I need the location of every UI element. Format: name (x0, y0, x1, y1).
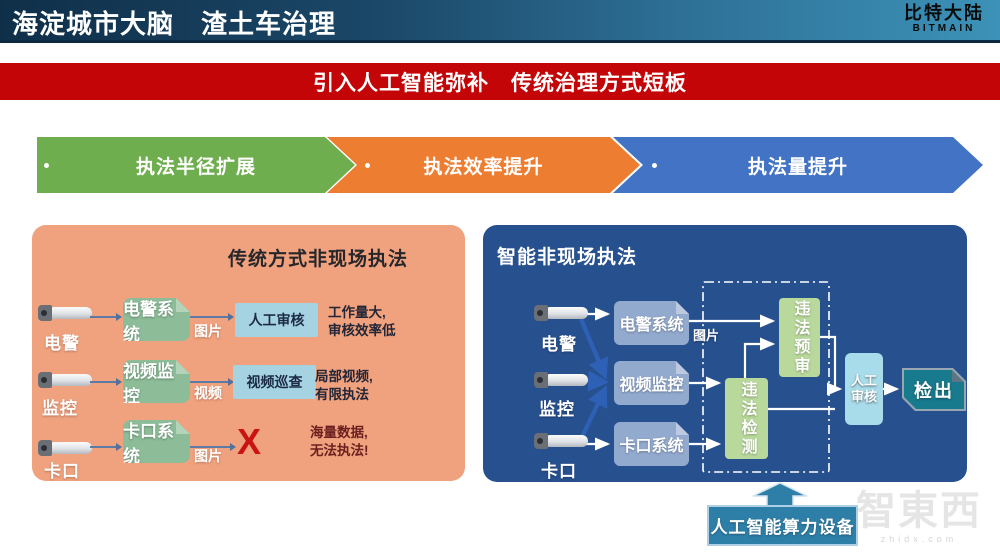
chevron-volume: 执法量提升 (613, 137, 983, 193)
chevron-label: 执法半径扩展 (135, 156, 256, 178)
ai-device-box: 人工智能算力设备 (707, 505, 858, 546)
connector-line (90, 446, 118, 448)
watermark-en: zhidx.com (880, 534, 958, 544)
chevron-efficiency: 执法效率提升 (327, 137, 640, 193)
camera-label: 电警 (541, 335, 577, 354)
data-type-label: 图片 (194, 323, 222, 339)
logo-cn-text: 比特大陆 (904, 3, 984, 23)
system-box: 电警系统 (123, 298, 190, 341)
target-box: 人工审核 (235, 303, 318, 337)
camera-icon (534, 305, 588, 321)
arrowhead (116, 443, 122, 451)
connector-line (190, 446, 232, 448)
folded-corner (176, 360, 190, 374)
output-box: 检出 (902, 368, 966, 411)
note-text-red: 海量数据, 无法执法! (310, 425, 369, 458)
traditional-panel: 传统方式非现场执法 电警 电警系统 图片 人工审核 工作量大, 审核效率低 监控… (32, 225, 465, 481)
system-box: 视频监控 (614, 361, 689, 405)
bullet-dot (44, 163, 49, 168)
data-type-label: 视频 (194, 385, 222, 401)
system-box: 电警系统 (614, 301, 689, 345)
camera-label: 电警 (44, 334, 80, 353)
violation-prereview-box: 违法预审 (779, 298, 820, 377)
arrowhead (230, 443, 236, 451)
system-box: 卡口系统 (614, 422, 689, 466)
logo-en-text: BITMAIN (912, 23, 976, 34)
data-type-label: 图片 (693, 328, 720, 343)
folded-corner (676, 301, 689, 314)
folded-corner (676, 361, 689, 374)
chevron-label: 执法量提升 (747, 156, 848, 178)
system-box: 视频监控 (123, 360, 190, 403)
watermark-cn: 智東西 (856, 489, 982, 533)
manual-review-box: 人工审核 (845, 353, 883, 425)
bullet-dot (365, 163, 370, 168)
folded-corner (176, 420, 190, 434)
camera-icon (534, 372, 588, 388)
connector-line (90, 381, 118, 383)
arrowhead (228, 378, 234, 386)
chevron-radius-expansion: 执法半径扩展 (37, 137, 355, 193)
fail-x-mark: X (237, 421, 262, 462)
folded-corner (176, 298, 190, 312)
header-bar: 海淀城市大脑 渣土车治理 比特大陆 BITMAIN (0, 0, 1000, 43)
watermark: 智東西 zhidx.com (856, 488, 982, 544)
note-text: 工作量大, 审核效率低 (328, 305, 396, 338)
camera-label: 卡口 (541, 462, 577, 481)
folded-corner (676, 422, 689, 435)
camera-icon (38, 372, 92, 388)
data-type-label: 图片 (194, 448, 222, 464)
page-title: 海淀城市大脑 渣土车治理 (12, 9, 337, 39)
arrowhead (116, 378, 122, 386)
violation-detect-box: 违法检测 (725, 378, 768, 459)
connector-line (190, 381, 230, 383)
bitmain-logo: 比特大陆 BITMAIN (904, 4, 984, 35)
subtitle-text: 引入人工智能弥补 传统治理方式短板 (313, 71, 687, 95)
arrowhead (228, 313, 234, 321)
arrowhead (116, 313, 122, 321)
camera-icon (534, 433, 588, 449)
camera-label: 监控 (42, 399, 78, 418)
camera-label: 卡口 (44, 462, 80, 481)
target-box: 视频巡查 (233, 365, 316, 399)
system-box: 卡口系统 (123, 420, 190, 463)
note-text: 局部视频, 有限执法 (315, 369, 373, 402)
chevron-label: 执法效率提升 (423, 156, 544, 178)
smart-panel: 智能非现场执法 (483, 225, 967, 482)
smart-panel-title: 智能非现场执法 (497, 247, 638, 268)
camera-label: 监控 (539, 400, 575, 419)
connector-line (190, 316, 230, 318)
traditional-panel-title: 传统方式非现场执法 (228, 249, 409, 270)
bullet-dot (652, 163, 657, 168)
connector-line (90, 316, 118, 318)
camera-icon (38, 440, 92, 456)
subtitle-banner: 引入人工智能弥补 传统治理方式短板 (0, 63, 1000, 100)
folded-corner (952, 370, 964, 382)
camera-icon (38, 305, 92, 321)
